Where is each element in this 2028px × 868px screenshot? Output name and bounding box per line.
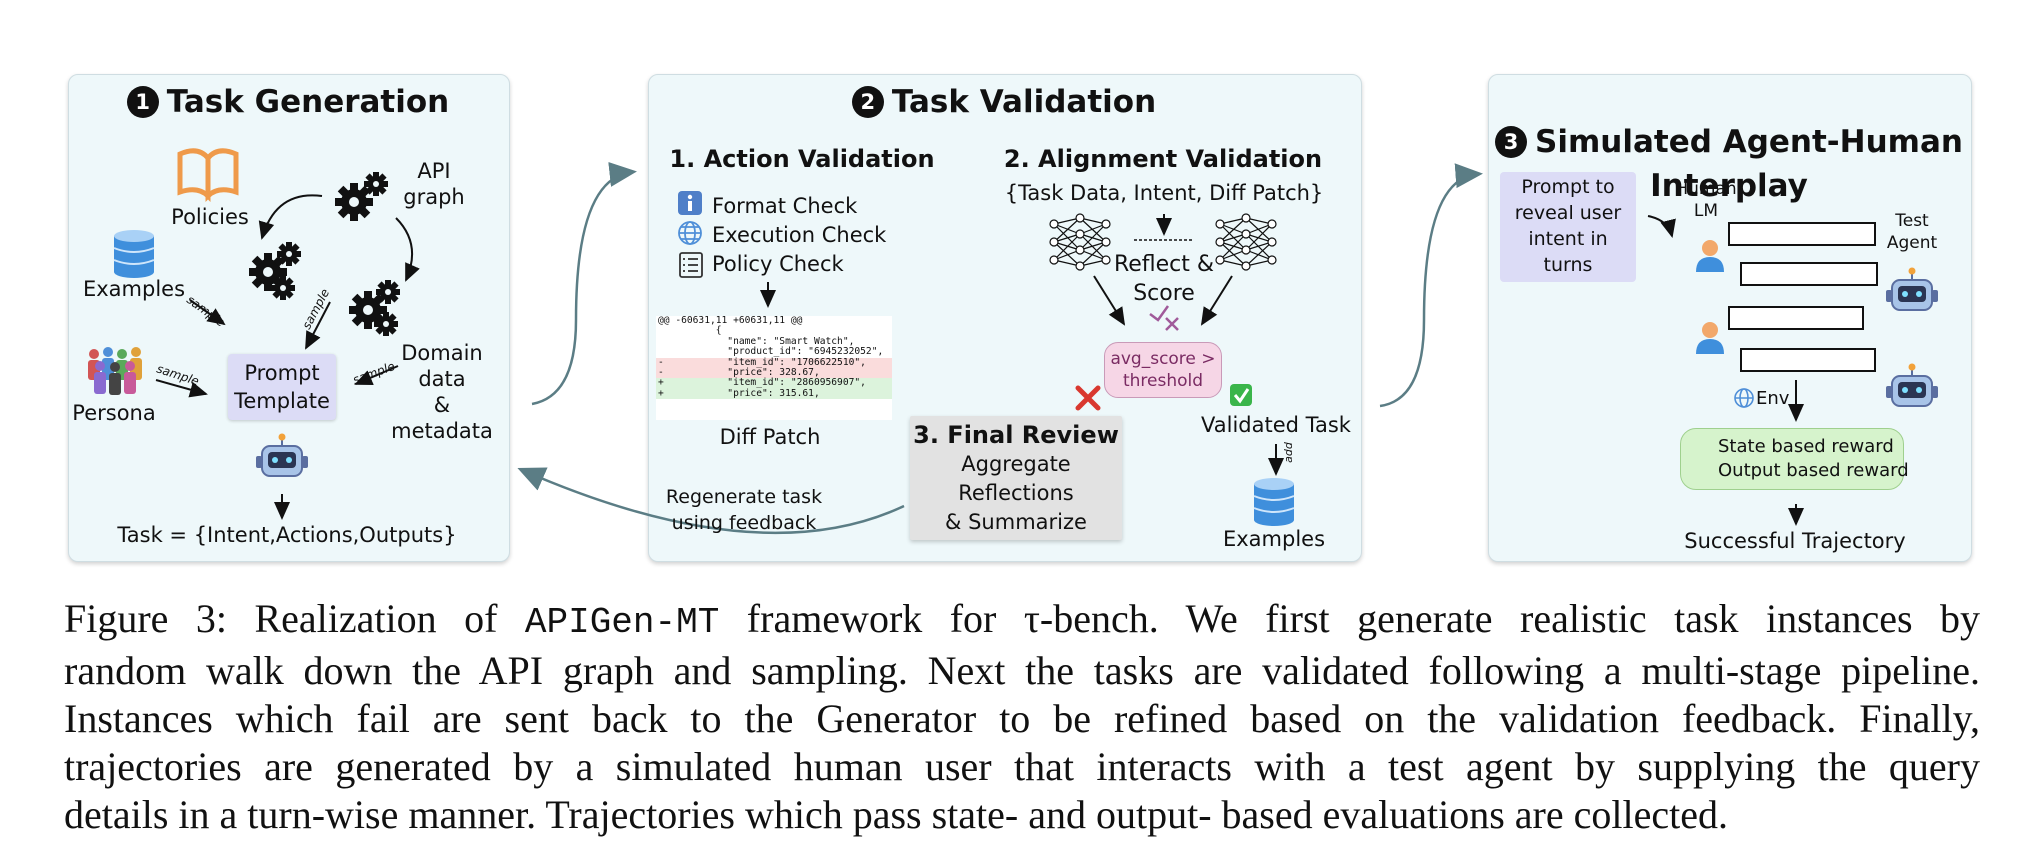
prompt-reveal-label: Prompt to reveal user intent in turns [1514, 176, 1622, 276]
diff-patch-code: @@ -60631,11 +60631,11 @@ { "name": "Sma… [656, 316, 892, 420]
task-generation-title: Task Generation [166, 84, 450, 120]
policies-label: Policies [171, 205, 249, 229]
add-label: add [1281, 442, 1295, 463]
figure-caption: Figure 3: Realization of APIGen-MT frame… [64, 595, 1980, 839]
task-validation-title: Task Validation [891, 84, 1157, 120]
threshold-box: avg_score > threshold [1104, 342, 1222, 398]
api-graph-label: API graph [403, 159, 465, 209]
figure-label: Figure 3: [64, 596, 228, 641]
final-review-body: Aggregate Reflections & Summarize [945, 452, 1087, 534]
check-cross-icon [1149, 305, 1179, 331]
robot-icon-agent-2 [1885, 362, 1939, 407]
alignment-validation-heading: 2. Alignment Validation [1003, 145, 1323, 173]
diff-line-removed: - "price": 328.67, [656, 367, 892, 379]
database-icon-examples-2 [1253, 477, 1295, 527]
state-reward-label: State based reward [1718, 436, 1894, 457]
person-icon-1 [1696, 240, 1724, 272]
gears-icon-middle [249, 242, 301, 300]
diff-line: "product_id": "6945232052", [658, 346, 884, 358]
caption-line-1: Figure 3: Realization of APIGen-MT frame… [64, 595, 1980, 647]
panel-task-generation [68, 74, 510, 562]
checklist-icon [679, 252, 703, 278]
domain-data-label: Domain data & metadata [391, 341, 493, 443]
message-bar-human-1 [1728, 222, 1876, 246]
successful-trajectory-label: Successful Trajectory [1684, 529, 1906, 553]
book-icon [177, 148, 239, 203]
diff-line-removed: - "item_id": "1706622510", [656, 357, 892, 368]
threshold-label: avg_score > threshold [1110, 349, 1216, 391]
message-bar-agent-2 [1740, 348, 1876, 372]
diff-line: "name": "Smart Watch", [658, 335, 855, 347]
cross-icon [1075, 385, 1101, 411]
final-review-title: 3. Final Review [913, 421, 1119, 449]
neural-net-icon-left [1049, 213, 1111, 271]
diff-line-added: + "item_id": "2860956907", [656, 377, 892, 389]
examples-label: Examples [82, 277, 186, 301]
format-check-label: Format Check [712, 194, 858, 218]
step-number-2: 2 [851, 86, 884, 118]
diff-line: @@ -60631,11 +60631,11 @@ [658, 316, 803, 326]
gears-icon-lower [349, 280, 400, 336]
prompt-reveal-box: Prompt to reveal user intent in turns [1500, 172, 1636, 282]
caption-line-2: random walk down the API graph and sampl… [64, 648, 1980, 693]
reward-box [1680, 428, 1904, 490]
person-icon-2 [1696, 322, 1724, 354]
step-number-3: 3 [1495, 126, 1528, 158]
message-bar-agent-1 [1740, 262, 1878, 286]
framework-name: APIGen-MT [524, 602, 720, 643]
neural-net-icon-right [1215, 213, 1277, 271]
prompt-template-label: Prompt Template [234, 361, 330, 413]
output-reward-label: Output based reward [1718, 460, 1909, 481]
caption-line-5: details in a turn-wise manner. Trajector… [64, 792, 1728, 837]
regenerate-label: Regenerate task using feedback [665, 486, 823, 534]
human-lm-label: Human LM [1675, 179, 1737, 221]
examples-label-2: Examples [1222, 527, 1326, 551]
caption-line-3: Instances which fail are sent back to th… [64, 696, 1980, 741]
validated-task-label: Validated Task [1201, 413, 1351, 437]
robot-icon-agent-1 [1885, 266, 1939, 311]
final-review-box: 3. Final Review Aggregate Reflections & … [910, 416, 1122, 540]
test-agent-label: Test Agent [1886, 211, 1938, 253]
caption-text-a: Realization of [254, 596, 498, 641]
caption-text-b: framework for τ-bench. We first generate… [746, 596, 1981, 641]
persona-label: Persona [72, 401, 156, 425]
diff-patch-label: Diff Patch [719, 425, 821, 449]
info-icon [678, 191, 702, 215]
crowd-icon [88, 347, 142, 395]
gears-icon-top [335, 172, 388, 221]
step-number-1: 1 [126, 86, 159, 118]
diff-line: { [658, 325, 722, 337]
execution-check-label: Execution Check [712, 223, 887, 247]
alignment-inputs-label: {Task Data, Intent, Diff Patch} [1004, 181, 1324, 205]
env-label: Env [1756, 388, 1790, 409]
action-validation-heading: 1. Action Validation [669, 145, 935, 173]
message-bar-human-2 [1728, 306, 1864, 330]
caption-line-4: trajectories are generated by a simulate… [64, 744, 1980, 789]
checkmark-icon [1230, 384, 1252, 406]
policy-check-label: Policy Check [712, 252, 844, 276]
reflect-score-label: Reflect & Score [1113, 252, 1215, 306]
prompt-template-box: Prompt Template [228, 354, 336, 420]
task-formula: Task = {Intent,Actions,Outputs} [117, 523, 457, 547]
robot-icon-generator [255, 432, 309, 477]
database-icon-examples [113, 229, 155, 279]
globe-icon [678, 221, 702, 245]
globe-icon-env [1734, 388, 1754, 408]
diff-line-added: + "price": 315.61, [656, 388, 892, 400]
interplay-title: Simulated Agent-Human Interplay [1535, 124, 1963, 204]
